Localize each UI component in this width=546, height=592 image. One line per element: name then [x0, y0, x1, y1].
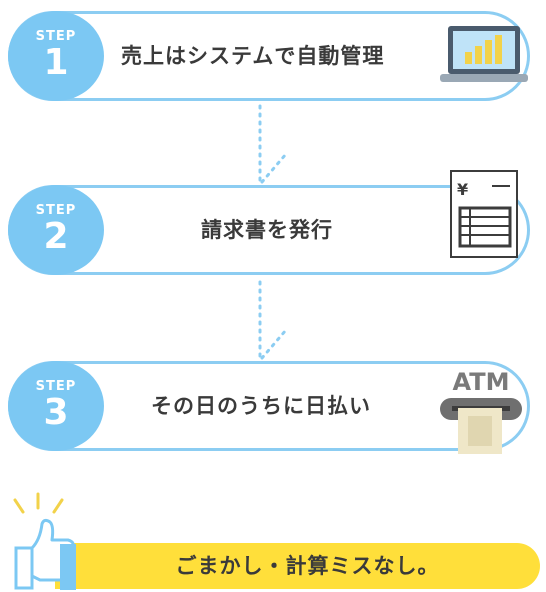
invoice-icon: ¥: [450, 170, 518, 258]
atm-icon: ATM: [440, 368, 522, 454]
step-2-badge: STEP 2: [8, 185, 104, 275]
step-3-badge: STEP 3: [8, 361, 104, 451]
step-2-number: 2: [43, 216, 69, 257]
step-1-number: 1: [43, 42, 69, 83]
step-3-text: その日のうちに日払い: [151, 394, 371, 418]
step-1-card: STEP 1 売上はシステムで自動管理: [8, 11, 530, 101]
thumbs-up-icon: [14, 518, 76, 590]
step-1-text: 売上はシステムで自動管理: [121, 44, 385, 68]
yen-symbol: ¥: [457, 180, 468, 199]
step-connector-2: [258, 280, 288, 360]
summary-banner: ごまかし・計算ミスなし。: [55, 543, 540, 589]
laptop-chart-icon: [440, 26, 528, 82]
step-2-text: 請求書を発行: [201, 218, 333, 242]
summary-banner-text: ごまかし・計算ミスなし。: [175, 554, 440, 578]
step-connector-1: [258, 104, 288, 184]
step-2-card: STEP 2 請求書を発行: [8, 185, 530, 275]
step-2-label: STEP: [35, 203, 77, 218]
step-3-number: 3: [43, 392, 69, 433]
sparkle-lines-icon: [13, 492, 64, 514]
step-1-label: STEP: [35, 29, 77, 44]
step-3-label: STEP: [35, 379, 77, 394]
step-1-badge: STEP 1: [8, 11, 104, 101]
atm-label: ATM: [453, 368, 510, 396]
